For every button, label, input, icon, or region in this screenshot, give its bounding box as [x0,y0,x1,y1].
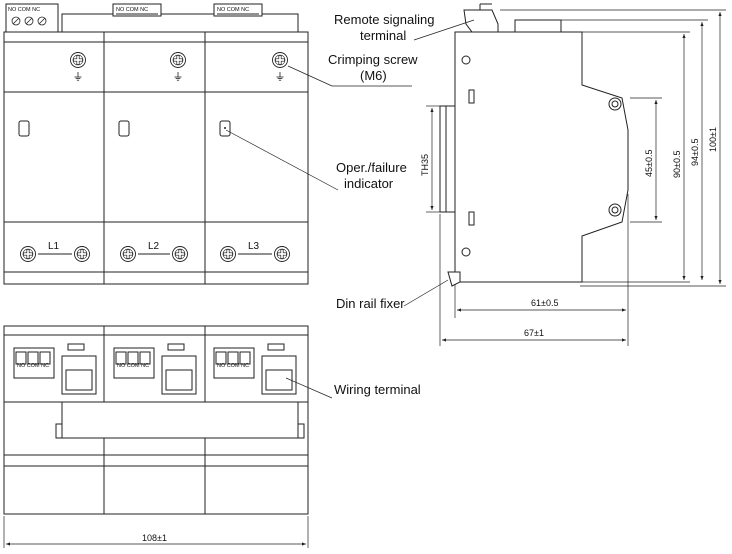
bottom-rail-bar [61,401,299,439]
phase-label-l3: L3 [248,241,260,252]
top-terminal-block-1: NO COM NC [5,3,59,33]
callout-indicator-1: Oper./failure [336,160,407,175]
callout-leaders [225,19,475,399]
callout-din-rail-fixer: Din rail fixer [336,296,405,311]
wiring-terminal-group-2 [113,343,197,395]
side-dimensions [426,9,726,346]
dimension-100-label: 100±1 [708,127,718,152]
callout-wiring-terminal: Wiring terminal [334,382,421,397]
dimension-108 [3,516,309,548]
front-body [3,31,309,285]
indicator-window-1 [18,120,30,137]
svg-text:NO COM NC: NO COM NC [8,7,40,13]
top-terminal-block-3: NO COM NC [213,3,263,17]
callout-remote-signaling-1: Remote signaling [334,12,434,27]
terminal-label-2: NO COM NC [117,363,149,369]
dimension-th35-label: TH35 [420,154,430,176]
phase-label-l2: L2 [148,241,160,252]
wiring-terminal-group-1 [13,343,97,395]
wiring-terminal-group-3 [213,343,297,395]
terminal-label-3: NO COM NC [217,363,249,369]
indicator-window-2 [118,120,130,137]
terminal-label-1: NO COM NC [17,363,49,369]
svg-text:NO COM NC: NO COM NC [116,7,148,13]
dimension-94-label: 94±0.5 [690,139,700,166]
callout-crimping-screw-2: (M6) [360,68,387,83]
dimension-67-label: 67±1 [524,328,544,338]
dimension-108-label: 108±1 [142,533,167,543]
callout-indicator-2: indicator [344,176,394,191]
top-terminal-block-2: NO COM NC [112,3,162,17]
callout-remote-signaling-2: terminal [360,28,406,43]
bottom-view [3,325,309,515]
crimping-screw-2 [170,52,186,68]
svg-text:NO COM NC: NO COM NC [217,7,249,13]
callout-crimping-screw-1: Crimping screw [328,52,418,67]
front-view: NO COM NC NO COM NC NO COM NC [3,3,309,285]
phase-label-l1: L1 [48,241,60,252]
dimension-90-label: 90±0.5 [672,151,682,178]
side-view [439,3,629,287]
crimping-screw-3 [272,52,288,68]
crimping-screw-1 [70,52,86,68]
dimension-61-label: 61±0.5 [531,298,558,308]
dimension-45-label: 45±0.5 [644,150,654,177]
